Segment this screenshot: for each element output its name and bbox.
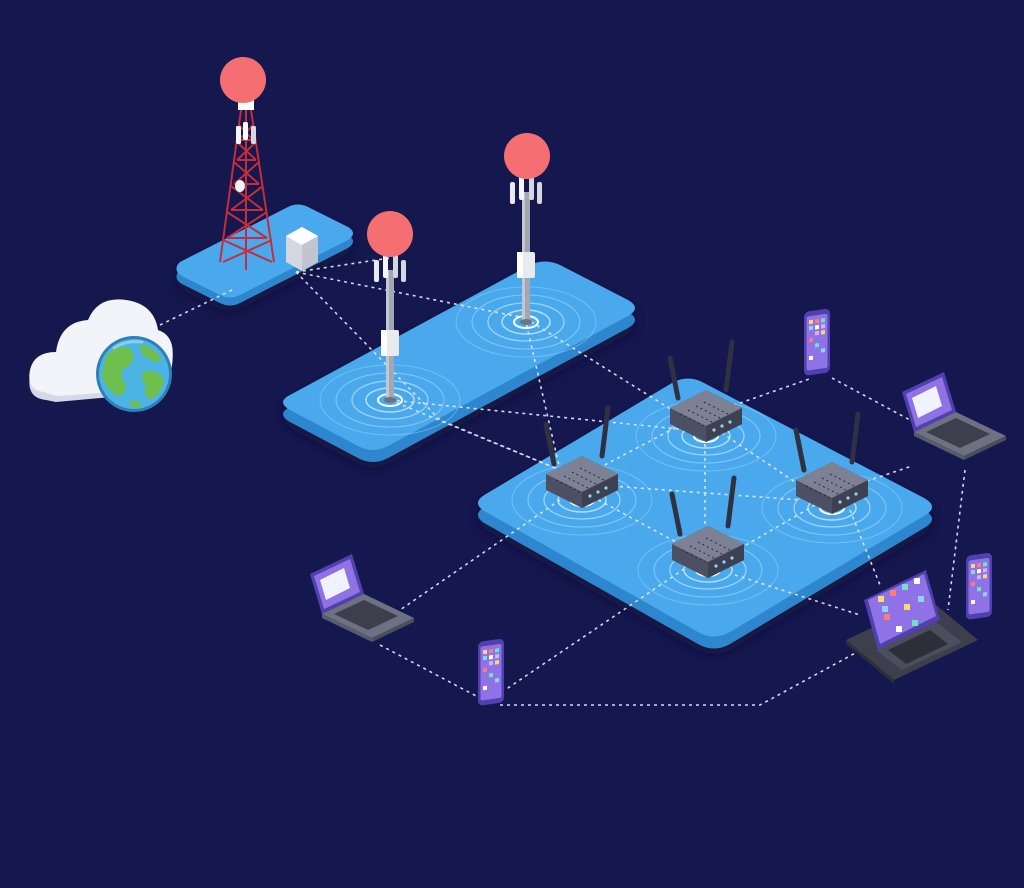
tablet-icon [846, 570, 978, 684]
link-router3-laptop-right [839, 465, 913, 491]
antenna-pole-1 [319, 211, 461, 436]
link-phone-bottom-tablet [500, 644, 871, 706]
link-pole1-router2 [389, 399, 689, 431]
link-router2-router3 [709, 424, 811, 493]
link-phone-top-laptop-right [831, 377, 911, 421]
beacon-pole-1 [367, 211, 413, 257]
link-router4-tablet [734, 574, 861, 616]
beacon-tower [220, 57, 266, 103]
link-router4-phone-bottom [504, 564, 691, 691]
beacon-pole-2 [504, 133, 550, 179]
smartphone-icon-bottom [478, 638, 504, 706]
link-pole1-router1 [389, 399, 561, 471]
smartphone-icon-top [804, 308, 830, 376]
cell-tower-icon [219, 57, 275, 270]
antenna-pole-2 [455, 133, 597, 358]
smartphone-icon-right [966, 552, 992, 620]
link-cabinet-pole-1 [295, 257, 391, 273]
link-router1-laptop-left [399, 499, 561, 611]
equipment-cabinet [286, 227, 318, 271]
link-router1-router3 [584, 483, 801, 501]
link-laptop-right-phone-right [947, 469, 966, 611]
link-laptop-left-phone-bottom [379, 644, 479, 698]
link-pole2-router1 [524, 317, 561, 471]
platform-small-cells [283, 261, 635, 462]
globe-icon [96, 336, 172, 412]
